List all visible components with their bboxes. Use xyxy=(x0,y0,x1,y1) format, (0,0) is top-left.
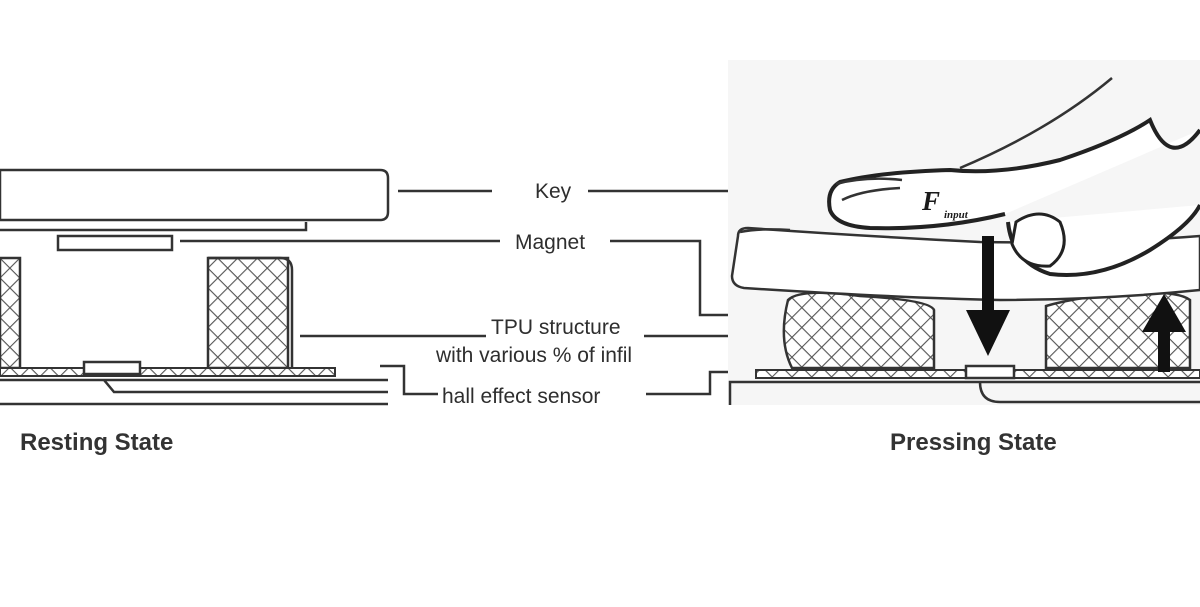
pressing-tpu-left xyxy=(782,291,936,370)
force-subscript: input xyxy=(944,209,969,221)
pressing-base-plate xyxy=(728,380,1200,405)
resting-sensor xyxy=(82,360,142,376)
finger-icon xyxy=(827,77,1200,277)
force-symbol: F xyxy=(921,186,940,216)
resting-tpu-right xyxy=(206,256,290,370)
resting-key xyxy=(0,168,390,222)
label-sensor: hall effect sensor xyxy=(442,385,600,408)
resting-magnet xyxy=(56,234,174,252)
resting-base-plate xyxy=(0,378,388,406)
label-magnet: Magnet xyxy=(515,231,585,254)
down-arrow-icon xyxy=(966,236,1010,356)
resting-key-rail xyxy=(0,222,308,232)
label-key: Key xyxy=(535,180,572,203)
resting-base-strip xyxy=(0,367,336,377)
resting-tpu-left xyxy=(0,256,22,370)
label-tpu-line1: TPU structure xyxy=(491,316,621,339)
resting-state-drawing xyxy=(0,168,390,406)
caption-resting: Resting State xyxy=(20,429,173,456)
label-tpu-line2: with various % of infil xyxy=(435,344,632,367)
pressing-sensor xyxy=(964,364,1016,380)
pressing-state-drawing: F input xyxy=(728,60,1200,405)
up-arrow-icon xyxy=(1142,294,1186,372)
caption-pressing: Pressing State xyxy=(890,429,1057,456)
